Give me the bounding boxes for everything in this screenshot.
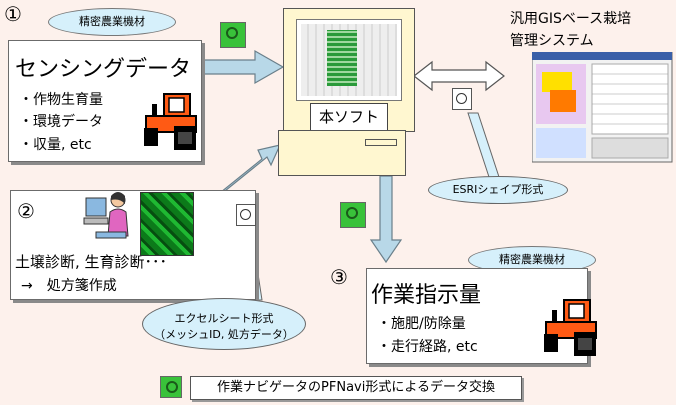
legend-label: 作業ナビゲータのPFNavi形式によるデータ交換 — [190, 376, 522, 400]
diagnosis-line2: → 処方箋作成 — [21, 278, 117, 294]
sensing-item: ・収量, etc — [19, 137, 92, 153]
person-at-computer-icon — [83, 192, 129, 239]
screen-grid-map — [327, 30, 357, 86]
tractor-icon — [144, 93, 197, 150]
work-item: ・施肥/防除量 — [377, 316, 466, 332]
pfnavi-format-icon — [220, 22, 246, 48]
block2-number: ② — [17, 199, 35, 223]
pfnavi-format-icon — [340, 202, 366, 228]
arrow-software-gis — [413, 60, 505, 92]
esri-format-label: ESRIシェイプ形式 — [428, 176, 568, 204]
sensing-item: ・環境データ — [19, 114, 103, 130]
sensing-data-box: センシングデータ ・作物生育量 ・環境データ ・収量, etc — [8, 40, 202, 162]
esri-shape-icon — [452, 88, 472, 110]
monitor-screen — [296, 19, 402, 101]
computer-base — [278, 130, 406, 176]
diagnosis-line1: 土壌診断, 生育診断･･･ — [15, 253, 168, 271]
excel-format-callout: エクセルシート形式 （メッシュID, 処方データ） — [142, 298, 306, 350]
diagnosis-box: ② 土壌診断, 生育診断･･･ → 処方箋作成 — [10, 190, 256, 300]
excel-line2: （メッシュID, 処方データ） — [154, 328, 294, 341]
excel-line1: エクセルシート形式 — [174, 312, 274, 325]
block3-number: ③ — [330, 265, 348, 289]
gis-screenshot-image — [532, 52, 673, 163]
work-title: 作業指示量 — [371, 283, 482, 308]
sensing-title: センシングデータ — [15, 57, 192, 82]
arrow-sensing-to-software — [202, 49, 285, 85]
esri-callout-pointer — [467, 112, 501, 181]
work-item: ・走行経路, etc — [377, 339, 478, 355]
sensing-item: ・作物生育量 — [19, 92, 103, 108]
arrow-software-to-block3 — [369, 175, 403, 264]
excel-format-icon — [236, 204, 256, 226]
tractor-icon — [544, 299, 597, 356]
gis-title-line1: 汎用GISベース栽培 — [510, 11, 632, 27]
crop-map-image — [140, 192, 194, 256]
software-label: 本ソフト — [310, 103, 388, 131]
block1-number: ① — [4, 2, 22, 26]
legend-pfnavi-icon — [160, 376, 182, 398]
block1-badge: 精密農業機材 — [48, 8, 176, 36]
gis-title-line2: 管理システム — [510, 33, 594, 49]
